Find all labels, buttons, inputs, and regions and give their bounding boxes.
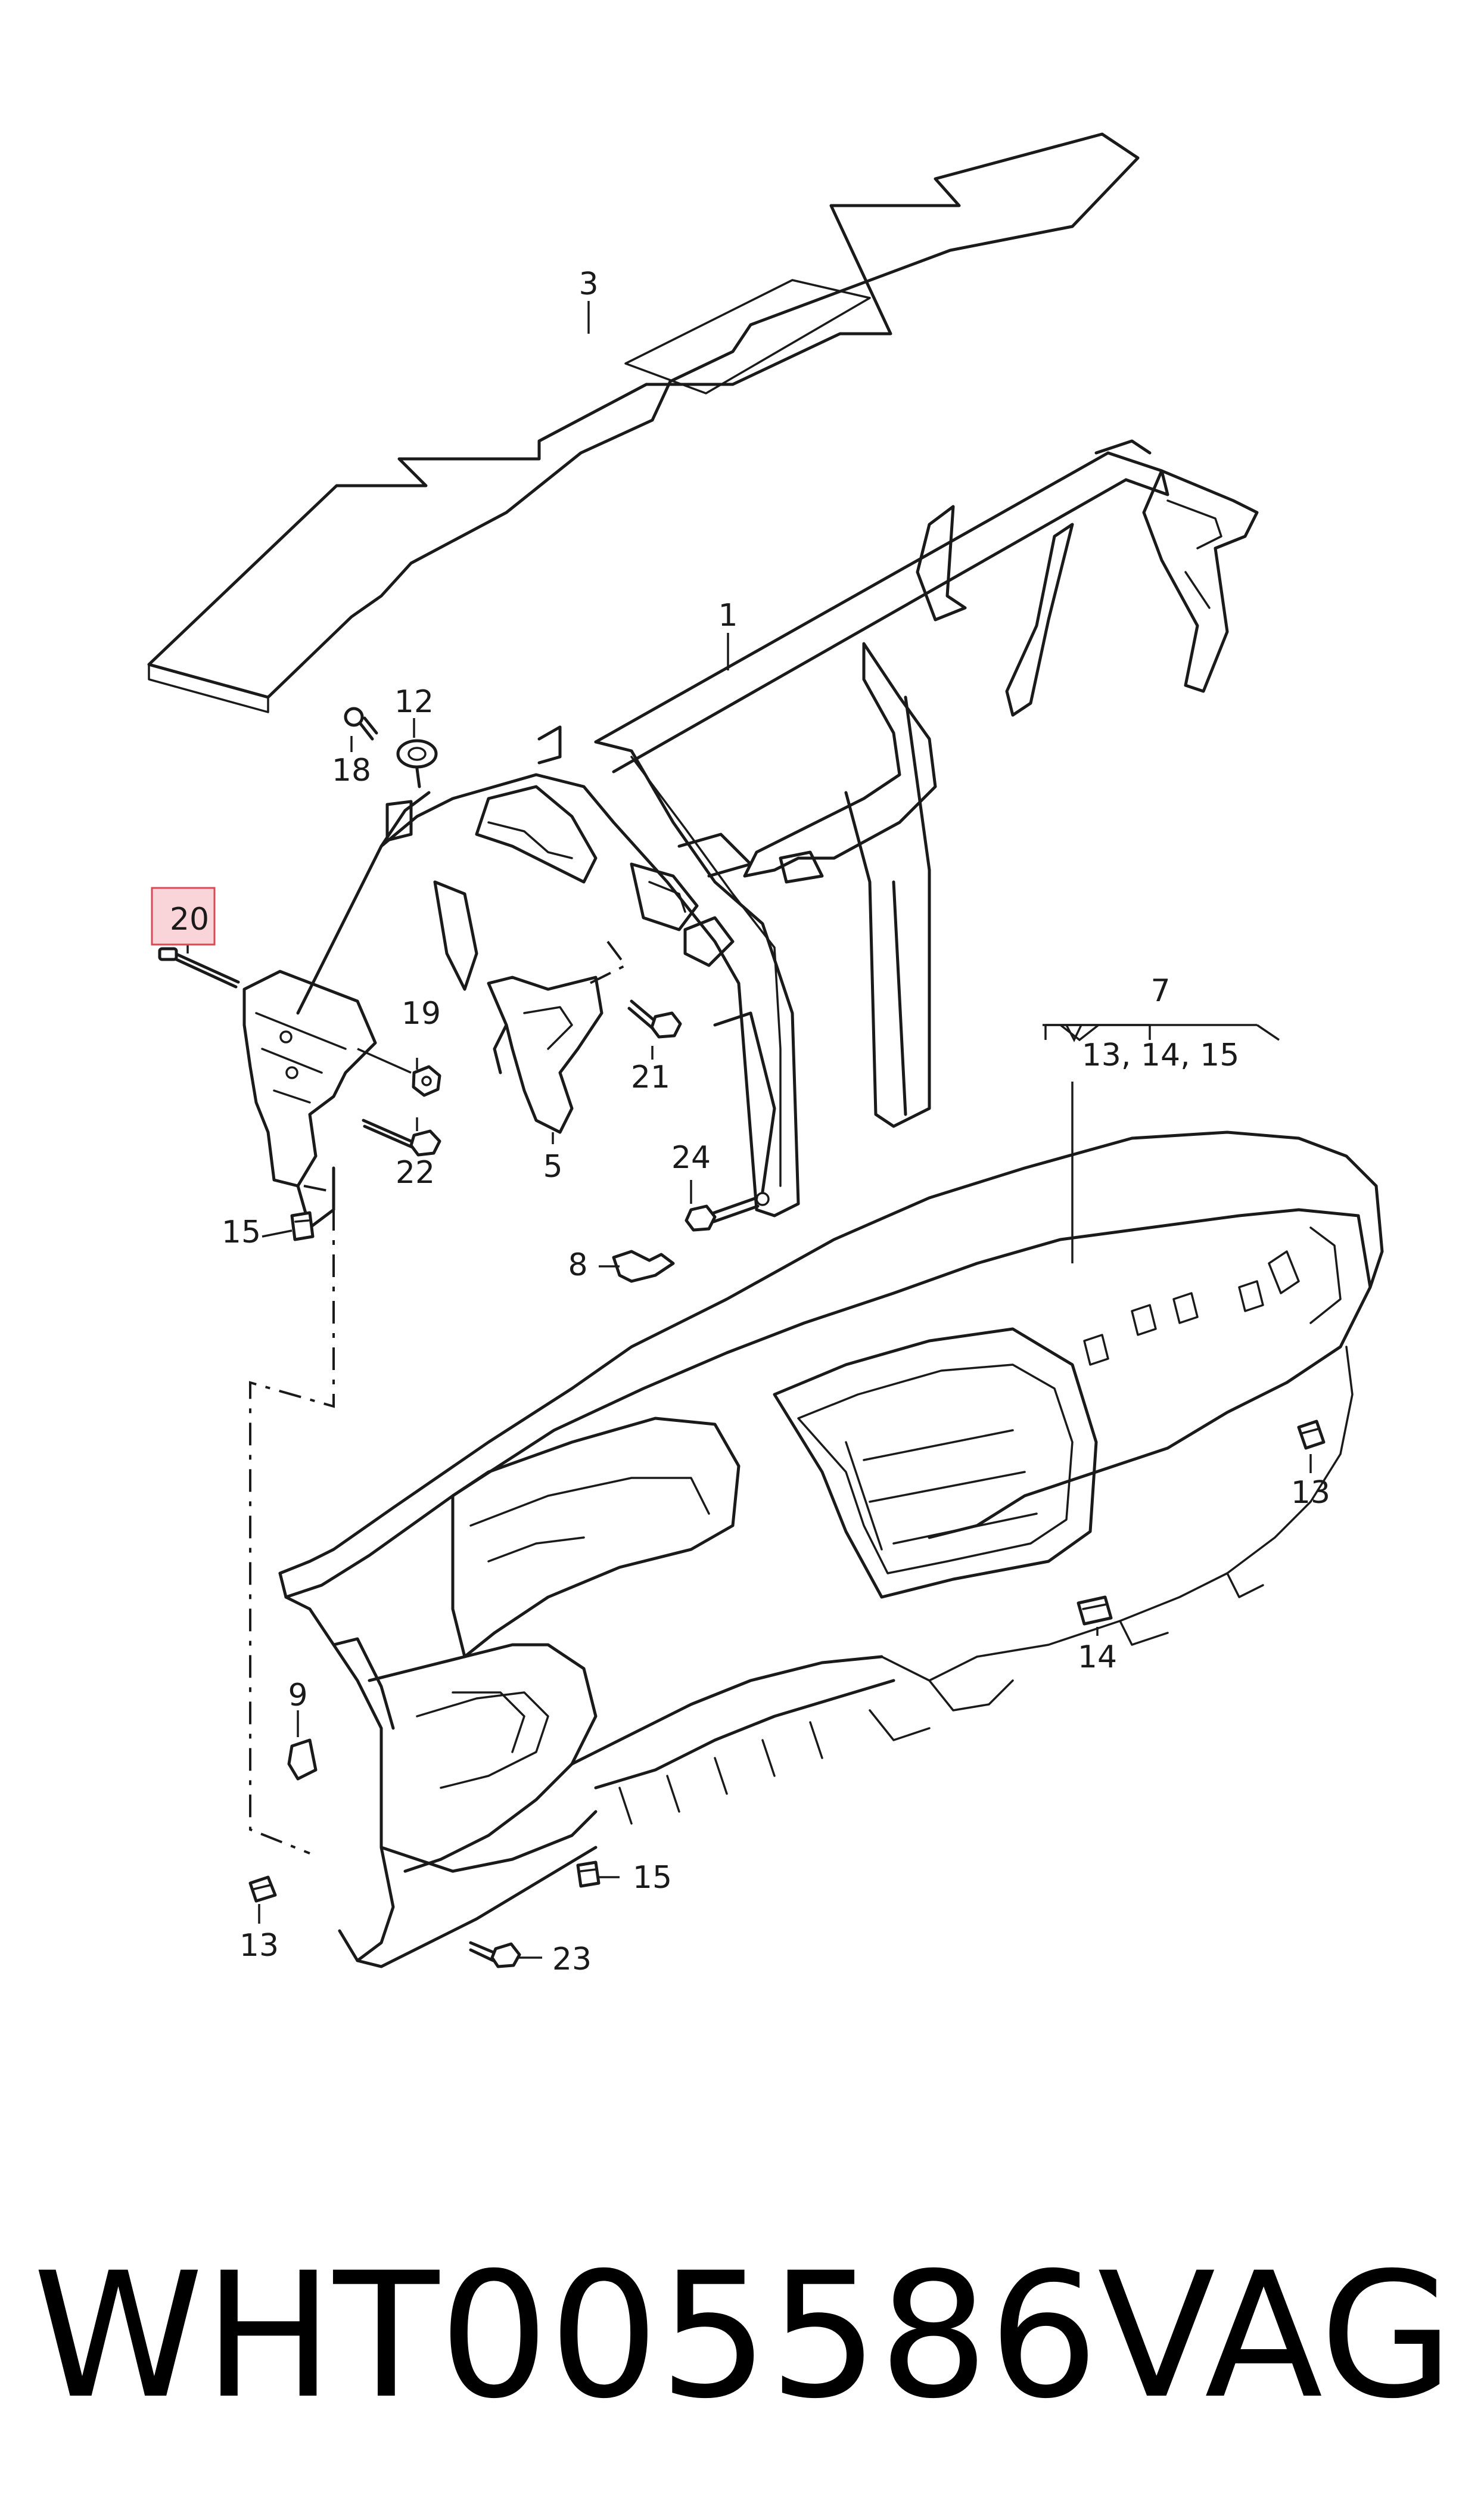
fastener-24-bolt [685,1192,770,1232]
callout-20-highlight [151,887,216,946]
part-number-caption: WHT005586 [33,2236,1099,2437]
callout-1: 1 [718,598,738,633]
callout-24: 24 [671,1140,711,1176]
fastener-22-bolt [362,1119,441,1157]
part-7-dashboard [278,1130,1384,1968]
callout-15-upper: 15 [222,1215,261,1250]
callout-7-sub: 13, 14, 15 [1082,1038,1240,1073]
callout-labels: 3 1 12 18 20 19 21 22 5 24 7 13, 14, 15 … [170,266,1330,1977]
clip-15-upper [290,1211,315,1241]
clip-15-lower [576,1860,601,1888]
part-1-cross-car-beam [296,439,1259,1217]
clip-13-left [248,1875,277,1903]
callout-13-left: 13 [239,1928,279,1964]
callout-12: 12 [394,684,434,720]
callout-20: 20 [170,902,209,937]
fastener-21-bolt [627,999,682,1039]
clip-13-right [1297,1420,1326,1450]
fastener-23-screw [469,1941,521,1968]
fastener-20-screw [158,947,240,989]
callout-13-right: 13 [1291,1475,1330,1511]
callout-5: 5 [543,1149,562,1185]
fastener-19-nut [357,1048,441,1097]
callout-22: 22 [396,1155,435,1191]
fastener-18 [344,707,378,741]
callout-23: 23 [552,1942,592,1977]
callout-19: 19 [402,996,441,1032]
clip-9 [287,1738,318,1781]
brand-caption: VAG [1097,2236,1454,2437]
fastener-12 [396,739,438,788]
left-mount-bracket [242,970,377,1229]
callout-9: 9 [288,1678,307,1713]
part-5-bracket [487,976,603,1134]
callout-18: 18 [332,753,371,788]
callout-7: 7 [1150,973,1170,1009]
part-8-clip [612,1250,675,1283]
callout-21: 21 [631,1060,670,1095]
callout-3: 3 [578,266,598,302]
leader-lines [186,301,1312,1959]
callout-8: 8 [568,1247,587,1283]
callout-14: 14 [1078,1639,1117,1675]
clip-14 [1077,1595,1113,1626]
callout-15-lower: 15 [633,1860,672,1896]
assembly-dashed-lines [249,940,628,1855]
part-3-insulation-panel [147,132,1140,713]
